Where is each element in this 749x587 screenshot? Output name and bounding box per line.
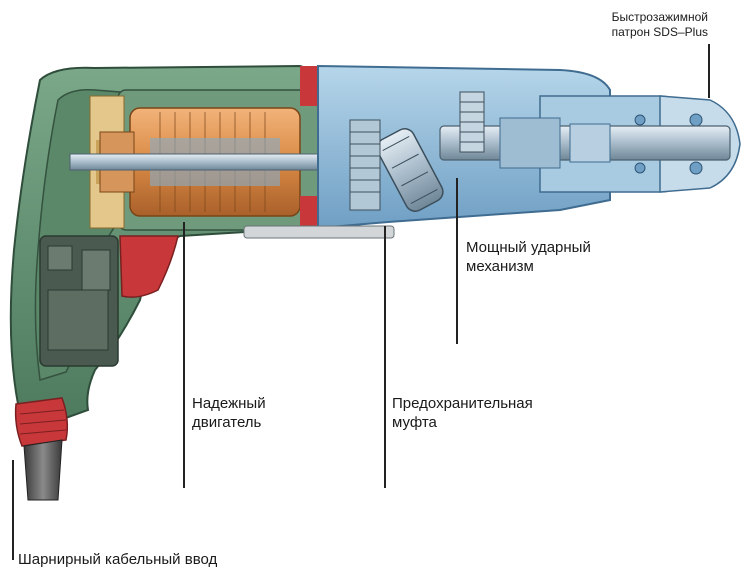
- leader-line-clutch: [384, 226, 386, 488]
- label-motor: Надежный двигатель: [192, 394, 266, 432]
- label-motor-line1: Надежный: [192, 395, 266, 412]
- drive-gear: [349, 119, 381, 211]
- power-cable: [23, 439, 63, 501]
- label-clutch-line1: Предохранительная: [392, 395, 533, 412]
- label-motor-line2: двигатель: [192, 414, 262, 431]
- label-cable: Шарнирный кабельный ввод: [18, 551, 218, 568]
- trigger: [119, 235, 179, 298]
- label-chuck-line2: патрон SDS–Plus: [611, 25, 708, 39]
- leader-line-motor: [183, 222, 185, 488]
- label-impact-line2: механизм: [466, 258, 534, 275]
- label-chuck-line1: Быстрозажимной: [611, 10, 708, 24]
- wobble-bearing: [376, 128, 444, 212]
- label-impact-line1: Мощный ударный: [466, 239, 591, 256]
- label-impact: Мощный ударный механизм: [466, 238, 591, 276]
- leader-line-impact: [456, 178, 458, 344]
- leader-line-cable: [12, 460, 14, 560]
- leader-line-chuck: [708, 44, 710, 98]
- label-clutch-line2: муфта: [392, 414, 437, 431]
- label-clutch: Предохранительная муфта: [392, 394, 533, 432]
- label-chuck: Быстрозажимной патрон SDS–Plus: [570, 10, 708, 40]
